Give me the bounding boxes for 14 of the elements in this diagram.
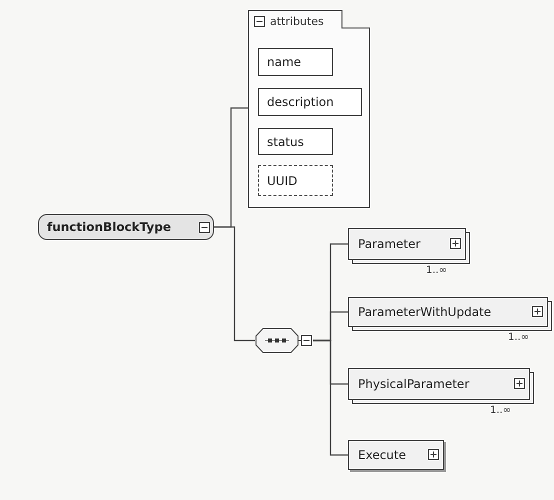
complex-type-box: functionBlockType [38, 214, 214, 240]
attribute-box: name [258, 48, 333, 76]
attributes-group [248, 10, 370, 208]
attribute-box: description [258, 88, 362, 116]
connector-line [214, 226, 255, 342]
occurrence-label: 1..∞ [508, 332, 530, 343]
group-title: attributes [270, 15, 324, 28]
connector-line [313, 340, 348, 456]
occurrence-label: 1..∞ [426, 265, 448, 276]
sequence-compositor [255, 328, 313, 353]
element-box: Execute [348, 440, 444, 470]
occurrence-label: 1..∞ [490, 405, 512, 416]
attribute-box: status [258, 128, 333, 155]
attribute-box: UUID [258, 165, 333, 196]
